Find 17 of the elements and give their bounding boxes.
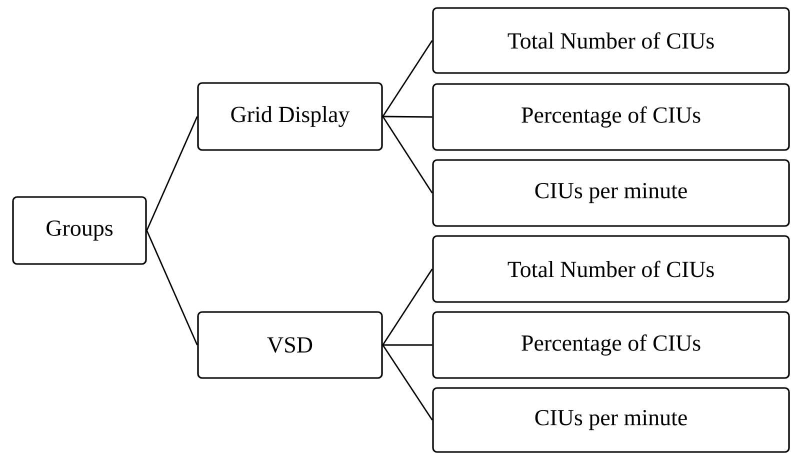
leaf-box: Total Number of CIUs — [432, 7, 790, 74]
connector-line — [146, 230, 198, 346]
root-box: Groups — [12, 196, 147, 265]
leaf-box: CIUs per minute — [432, 387, 790, 453]
connector-line — [382, 344, 433, 420]
connector-line — [382, 40, 433, 117]
connector-line — [382, 344, 432, 346]
leaf-box: Percentage of CIUs — [432, 311, 790, 379]
connector-line — [146, 116, 198, 231]
connector-line — [382, 116, 433, 194]
connector-line — [382, 116, 432, 118]
leaf-box: CIUs per minute — [432, 159, 790, 227]
category-box: Grid Display — [197, 82, 383, 151]
category-box: VSD — [197, 311, 383, 379]
connector-line — [382, 268, 433, 346]
leaf-box: Percentage of CIUs — [432, 83, 790, 151]
leaf-box: Total Number of CIUs — [432, 235, 790, 303]
